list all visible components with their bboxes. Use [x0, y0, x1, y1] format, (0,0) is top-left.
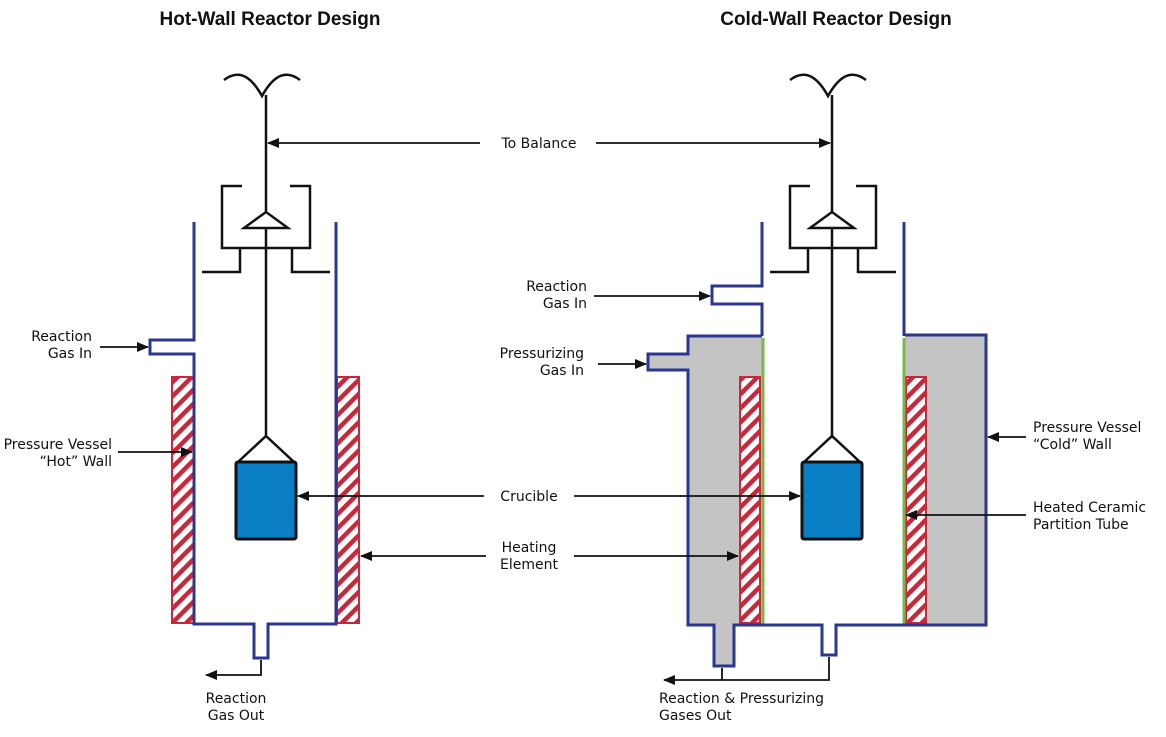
to-balance-label: To Balance: [500, 136, 576, 152]
cold-partition-label-line2: Partition Tube: [1033, 517, 1129, 533]
cold-balance-hook: [789, 73, 867, 99]
hot-pressure-vessel-label-line2: “Hot” Wall: [40, 454, 112, 470]
cold-pressure-vessel-wall: [646, 333, 988, 668]
hot-reaction-gas-in-label-line2: Gas In: [48, 346, 92, 362]
cold-balance-flange: [770, 249, 896, 274]
hot-wall-title: Hot-Wall Reactor Design: [160, 9, 381, 30]
hot-balance-head: [220, 184, 312, 250]
cold-partition-label-line1: Heated Ceramic: [1033, 500, 1146, 516]
cold-upper-tube-left: [710, 222, 764, 336]
cold-heating-element-right: [905, 376, 927, 624]
hot-gas-out-arrow: [205, 660, 262, 680]
heating-element-label-line2: Element: [500, 557, 558, 573]
hot-heating-element-right: [336, 376, 360, 624]
cold-wall-title: Cold-Wall Reactor Design: [720, 9, 952, 30]
hot-balance-pivot: [240, 210, 292, 230]
cold-pressurizing-gas-in-label-line1: Pressurizing: [500, 346, 584, 362]
cold-pressurized-gas-region: [648, 335, 986, 666]
hot-crucible: [234, 460, 298, 541]
hot-balance-hook: [223, 73, 301, 99]
hot-gas-out-label-line1: Reaction: [206, 691, 267, 707]
callout-arrows: [100, 138, 1026, 685]
hot-pressure-vessel-label-line1: Pressure Vessel: [4, 437, 112, 453]
cold-reaction-gas-in-label-line2: Gas In: [543, 296, 587, 312]
cold-gases-out-arrow: [663, 657, 830, 685]
cold-reaction-gas-in-label-line1: Reaction: [526, 279, 587, 295]
cold-balance-head: [788, 184, 878, 250]
cold-wall-reactor: [646, 73, 988, 668]
hot-reaction-gas-in-label-line1: Reaction: [31, 329, 92, 345]
cold-pressurizing-gas-in-label-line2: Gas In: [540, 363, 584, 379]
cold-heating-element-left: [739, 376, 761, 624]
hot-heating-element-left: [171, 376, 195, 624]
hot-gas-out-label-line2: Gas Out: [208, 708, 265, 724]
cold-crucible: [800, 460, 864, 541]
hot-wall-reactor: [148, 73, 360, 660]
cold-pressure-vessel-label-line2: “Cold” Wall: [1033, 437, 1112, 453]
hot-balance-flange: [202, 249, 330, 274]
cold-balance-pivot: [806, 210, 858, 230]
heating-element-label-line1: Heating: [502, 540, 557, 556]
hot-pressure-vessel-wall: [148, 222, 338, 660]
cold-pressure-vessel-label-line1: Pressure Vessel: [1033, 420, 1141, 436]
crucible-label: Crucible: [500, 489, 557, 505]
cold-gases-out-label-line2: Gases Out: [659, 708, 732, 724]
cold-gases-out-label-line1: Reaction & Pressurizing: [659, 691, 824, 707]
hot-crucible-hanger: [234, 434, 298, 464]
